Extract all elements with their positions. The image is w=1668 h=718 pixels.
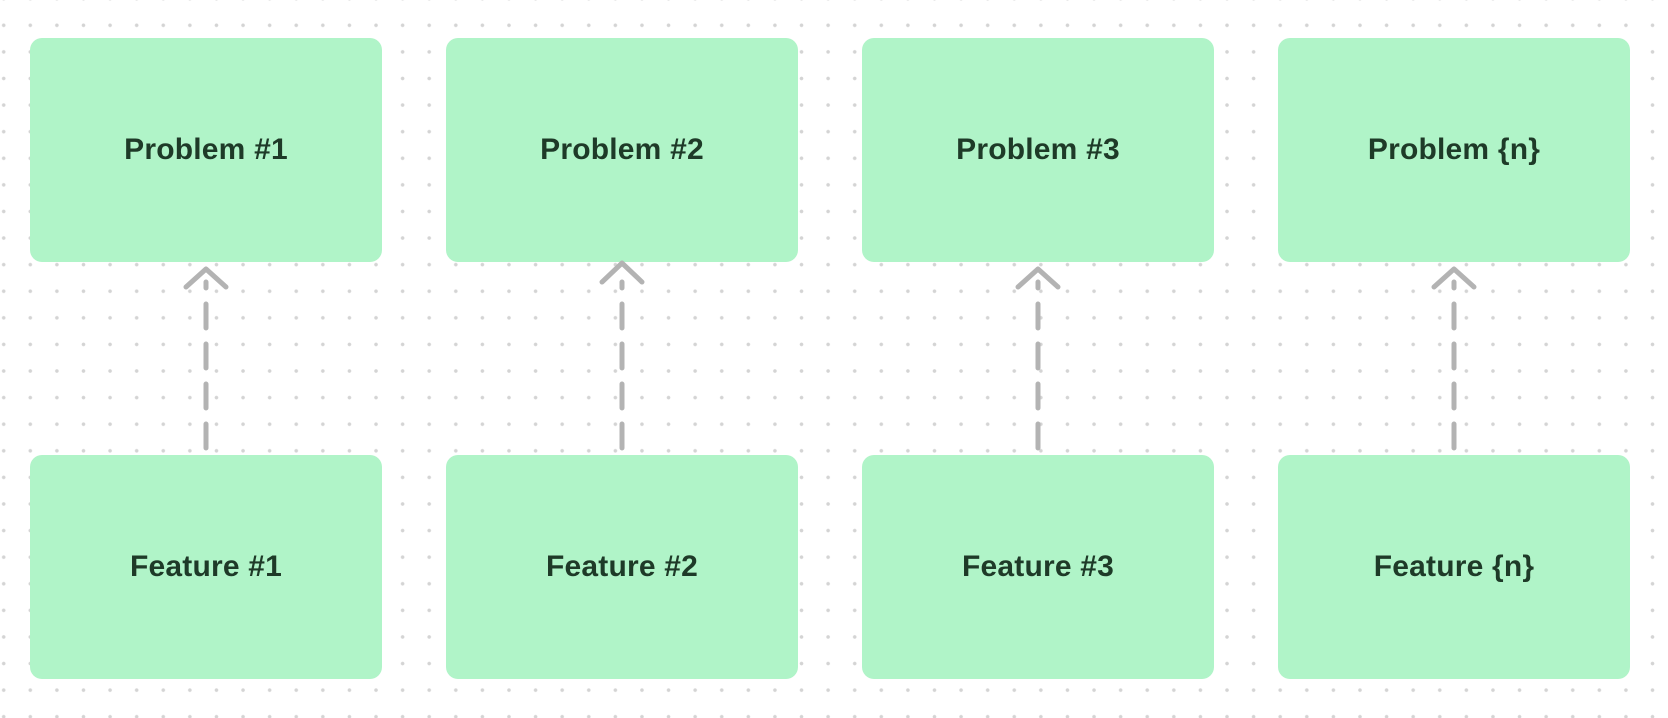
arrowhead-icon (599, 260, 645, 285)
feature-card-label: Feature #3 (961, 550, 1115, 583)
arrowhead-icon (1431, 266, 1477, 290)
feature-card-label: Feature {n} (1373, 550, 1535, 583)
arrowhead-icon (183, 266, 229, 290)
problem-card-1[interactable]: Problem #1 (30, 38, 382, 262)
connector-arrow-2[interactable] (599, 260, 645, 451)
connector-arrow-3[interactable] (1015, 266, 1061, 451)
arrowhead-icon (1015, 266, 1061, 290)
problem-card-2[interactable]: Problem #2 (446, 38, 798, 262)
feature-card-1[interactable]: Feature #1 (30, 455, 382, 679)
connector-arrow-n[interactable] (1431, 266, 1477, 451)
feature-card-3[interactable]: Feature #3 (862, 455, 1214, 679)
connector-arrow-1[interactable] (183, 266, 229, 451)
problem-card-label: Problem #2 (540, 133, 704, 166)
feature-card-n[interactable]: Feature {n} (1278, 455, 1630, 679)
problem-card-label: Problem {n} (1367, 133, 1541, 166)
problem-card-n[interactable]: Problem {n} (1278, 38, 1630, 262)
problem-card-3[interactable]: Problem #3 (862, 38, 1214, 262)
feature-card-label: Feature #1 (129, 550, 283, 583)
feature-card-label: Feature #2 (545, 550, 699, 583)
problem-card-label: Problem #3 (956, 133, 1120, 166)
problem-card-label: Problem #1 (124, 133, 288, 166)
feature-card-2[interactable]: Feature #2 (446, 455, 798, 679)
